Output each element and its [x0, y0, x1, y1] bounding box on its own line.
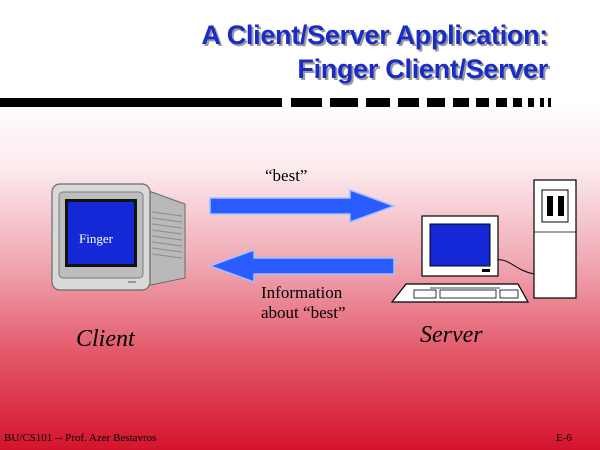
client-monitor-icon: Finger — [51, 183, 186, 291]
slide-title: A Client/Server Application: Finger Clie… — [201, 18, 548, 86]
response-label-line-2: about “best” — [261, 303, 346, 322]
title-line-2: Finger Client/Server — [297, 54, 548, 84]
footer-page-number: E-6 — [556, 432, 572, 444]
request-label: “best” — [265, 166, 308, 185]
response-label: Information about “best” — [261, 283, 346, 323]
footer-left: BU/CS101 -- Prof. Azer Bestavros — [4, 432, 157, 444]
client-caption: Client — [76, 326, 135, 352]
server-caption: Server — [420, 322, 483, 348]
response-arrow — [207, 248, 395, 284]
title-line-1: A Client/Server Application: — [201, 20, 548, 50]
response-label-line-1: Information — [261, 283, 343, 302]
title-rule — [0, 98, 551, 107]
server-computer-icon — [390, 179, 577, 303]
request-arrow — [209, 188, 397, 224]
client-screen-text: Finger — [79, 231, 114, 246]
